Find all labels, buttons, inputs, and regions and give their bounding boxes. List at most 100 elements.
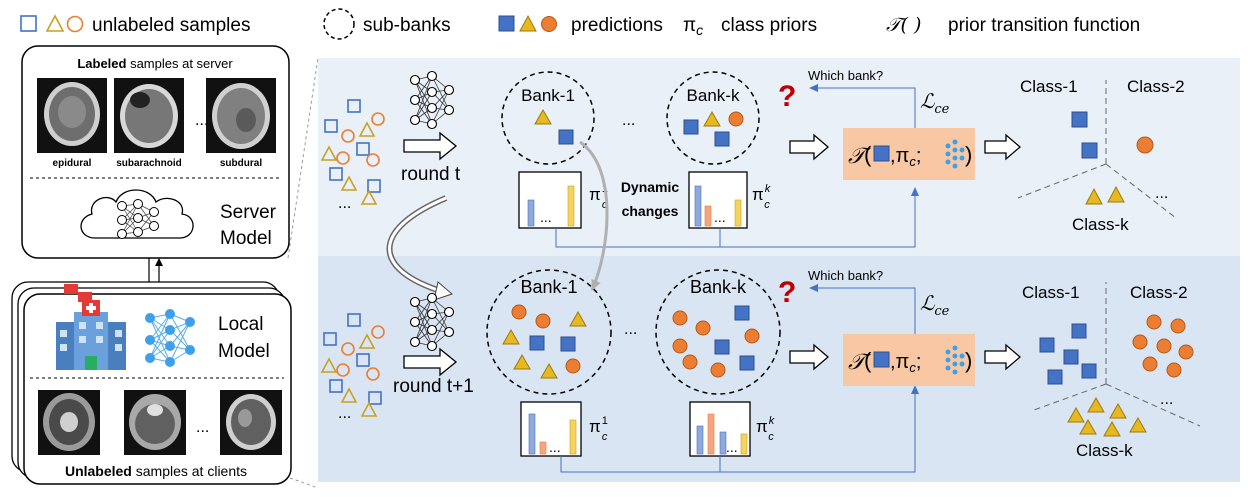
client-scan-1 (38, 390, 100, 455)
row-round-t1: ... round t+1 Bank-1 (320, 268, 1201, 473)
legend-transition-label: prior transition function (948, 15, 1140, 36)
c1-square-a (1039, 337, 1055, 353)
b1-triangle-c (513, 353, 531, 370)
c1-square-d (1081, 363, 1097, 379)
classk-triangle-a (1085, 187, 1103, 205)
bank1-circle-t (501, 71, 595, 165)
c2-circle-e (1178, 344, 1194, 360)
server-title: Labeled samples at server (77, 56, 233, 71)
question-mark-t1: ? (778, 276, 796, 309)
local-network-icon (145, 309, 195, 367)
class-dots-t1: ... (1160, 391, 1173, 408)
server-scan-1 (37, 78, 107, 153)
svg-text:...: ... (540, 209, 552, 225)
c2-circle-c (1132, 334, 1148, 350)
bk-square-c (739, 355, 755, 371)
bk-circle-f (710, 362, 726, 378)
hollow-arrow-formula-t1 (789, 343, 829, 371)
scan-label-subarachnoid: subarachnoid (116, 158, 182, 169)
b1-circle-a (511, 304, 527, 320)
bank1-label-t1: Bank-1 (520, 277, 577, 297)
b1-triangle-d (540, 362, 558, 379)
client-panel: Local Model ... Unlabeled samples at cli… (11, 281, 292, 485)
which-bank-arrow-t1 (809, 284, 916, 334)
scan-label-epidural: epidural (53, 158, 92, 169)
formula-pi-t1: ,πc; (890, 351, 921, 375)
hollow-arrow-class-t1 (984, 343, 1021, 371)
client-footer: Unlabeled samples at clients (65, 463, 247, 479)
server-cloud-icon (80, 189, 194, 239)
c2-circle-g (1166, 362, 1182, 378)
c1-square-c (1063, 349, 1079, 365)
server-scan-3 (206, 78, 276, 153)
server-model-label-2: Model (220, 228, 272, 249)
class-space-t (1017, 80, 1177, 219)
bankk-square-2 (714, 131, 730, 147)
round-label-t: round t (401, 164, 461, 185)
formula-box-t1 (843, 334, 975, 386)
formula-network-icon-t1 (945, 345, 965, 375)
class-space-t1 (1033, 282, 1201, 427)
histogram-pi1-t1: ... (520, 401, 582, 457)
histogram-pik-t: ... (688, 171, 748, 229)
formula-network-icon-t (945, 139, 965, 169)
bankk-triangle (703, 110, 721, 127)
legend: unlabeled samples sub-banks predictions … (20, 8, 1140, 40)
legend-class-priors-label: class priors (721, 15, 817, 36)
hollow-arrow-formula-t (789, 133, 829, 161)
b1-circle-b (535, 313, 551, 329)
legend-circle-filled-icon (541, 16, 557, 32)
unlabeled-dots-t: ... (338, 195, 351, 212)
which-bank-t: Which bank? (808, 68, 883, 83)
c2-circle-b (1170, 318, 1186, 334)
hollow-arrow-t1 (403, 347, 458, 377)
c2-circle-a (1146, 314, 1162, 330)
bank1-triangle (534, 108, 552, 125)
class1-square-a (1071, 111, 1088, 128)
ck-triangle-f (1129, 416, 1147, 433)
which-bank-t1: Which bank? (808, 268, 883, 283)
legend-predictions-label: predictions (571, 15, 663, 36)
legend-triangle-filled-icon (519, 14, 537, 32)
b1-triangle-a (569, 310, 587, 327)
feedback-line-t1 (560, 385, 919, 473)
legend-square-filled-icon (498, 15, 515, 32)
class2-label-t1: Class-2 (1130, 283, 1188, 302)
bankk-circle (728, 111, 744, 127)
legend-unlabeled-label: unlabeled samples (92, 15, 250, 36)
loss-label-t: ℒce (920, 89, 950, 117)
legend-transition-symbol: 𝒯( ) (886, 14, 921, 36)
hospital-stack-icon (64, 284, 92, 302)
legend-square-outline-icon (20, 15, 37, 32)
b1-circle-c (565, 358, 581, 374)
row-round-t: ... round t Bank-1 ... Bank-k (320, 68, 1185, 248)
legend-pi-symbol: πc (683, 15, 703, 38)
network-icon-t1 (409, 292, 455, 352)
b1-square-b (560, 336, 576, 352)
b1-triangle-b (502, 328, 520, 345)
formula-open-t1: ( (864, 348, 872, 373)
loss-label-t1: ℒce (920, 291, 950, 319)
ck-triangle-c (1109, 402, 1127, 419)
formula-square-t1 (873, 351, 890, 368)
bankk-circle-t1 (655, 269, 781, 395)
bank-dots-t1: ... (624, 321, 637, 338)
bankk-square-1 (683, 119, 699, 135)
c2-circle-d (1156, 338, 1172, 354)
bankk-circle-t (666, 71, 760, 165)
svg-text:...: ... (726, 439, 738, 455)
unlabeled-cluster-t (320, 99, 385, 205)
bank-dots-t: ... (622, 112, 635, 129)
bk-circle-e (682, 354, 698, 370)
bank1-square (558, 129, 574, 145)
legend-triangle-outline-icon (45, 14, 65, 32)
server-scans-ellipsis: ... (195, 112, 208, 129)
client-scans-ellipsis: ... (196, 419, 209, 436)
bankk-label-t1: Bank-k (690, 277, 747, 297)
legend-subbanks-label: sub-banks (363, 15, 451, 36)
classk-label-t: Class-k (1072, 215, 1129, 234)
bk-circle-a (672, 310, 688, 326)
ck-triangle-e (1103, 420, 1121, 437)
